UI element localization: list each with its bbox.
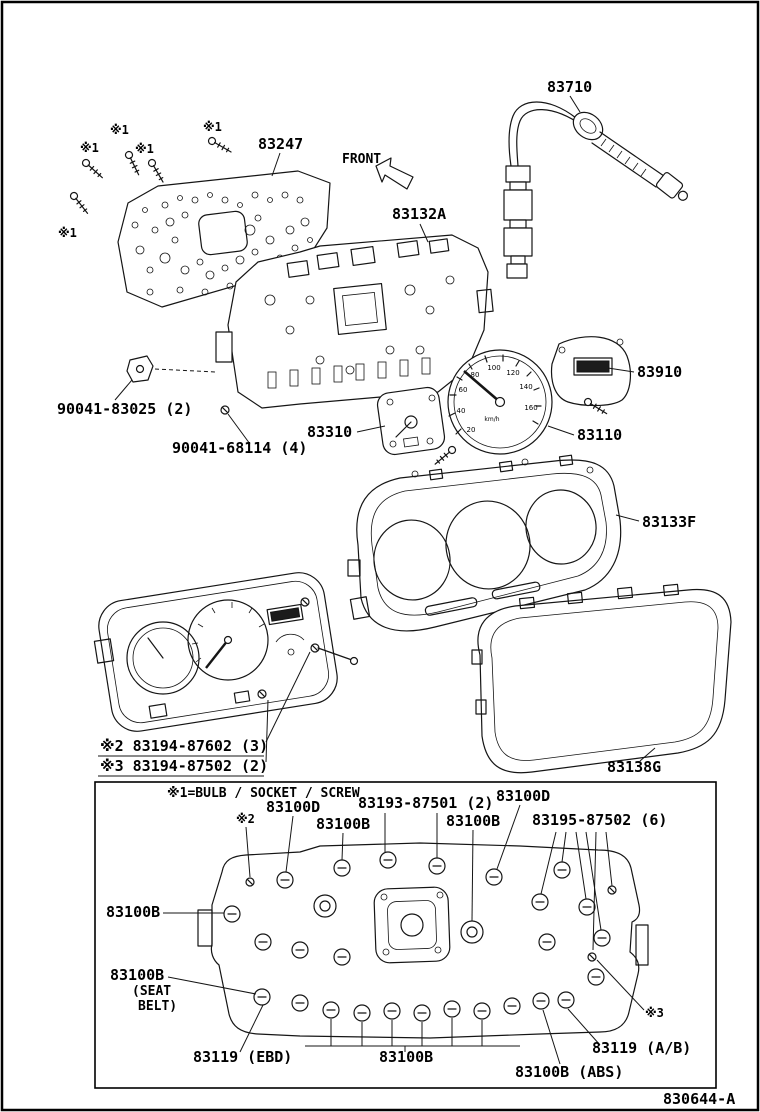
label-83193-87501: 83193-87501 (2)	[358, 794, 493, 812]
panel-screw	[245, 877, 255, 887]
circuit-board-drawing	[215, 234, 494, 415]
meter-hood-drawing	[347, 454, 622, 632]
bulb-socket	[428, 857, 446, 875]
speedo-tick-label: 140	[519, 383, 532, 391]
label-seatbelt-line2: BELT)	[138, 999, 177, 1014]
screw	[146, 157, 167, 185]
speedo-tick-label: 80	[471, 371, 480, 379]
label-83100D-left: 83100D	[266, 798, 320, 816]
bulb-socket	[485, 868, 503, 886]
bulb-socket	[322, 1001, 340, 1019]
speedo-tick-label: 160	[524, 404, 537, 412]
screw	[68, 190, 91, 217]
speedo-unit-label: km/h	[484, 416, 499, 423]
part-label-83138G: 83138G	[607, 758, 661, 776]
screw	[206, 135, 234, 156]
speedometer-cable-drawing	[503, 101, 689, 279]
bulb-socket	[333, 948, 351, 966]
asterisk3-mark: ※3	[645, 1006, 664, 1020]
speedo-tick-label: 60	[459, 386, 468, 394]
odometer-module-drawing	[550, 336, 632, 418]
meter-assembly-drawing	[93, 572, 359, 732]
speedo-tick-label: 120	[506, 369, 519, 377]
bulb-socket	[353, 1004, 371, 1022]
doc-number: 830644-A	[663, 1090, 735, 1108]
part-label-83133F: 83133F	[642, 513, 696, 531]
bulb-socket-panel-drawing	[197, 842, 649, 1039]
assembly-screw	[300, 597, 310, 607]
footnote-2: ※2 83194-87602 (3)	[100, 737, 268, 755]
speedo-tick-label: 100	[487, 364, 500, 372]
front-label: FRONT	[342, 152, 381, 167]
bulb-socket	[413, 1004, 431, 1022]
bulb-socket	[593, 929, 611, 947]
label-83119-ebd: 83119 (EBD)	[193, 1048, 292, 1066]
label-83100B-bottom: 83100B	[379, 1048, 433, 1066]
leader-lines	[98, 95, 656, 1065]
label-seatbelt-line1: (SEAT	[132, 984, 171, 999]
bulb-socket	[578, 898, 596, 916]
part-label-83132A: 83132A	[392, 205, 446, 223]
asterisk1-mark: ※1	[58, 226, 77, 240]
bulb-socket	[291, 994, 309, 1012]
meter-lens-drawing	[471, 583, 732, 774]
bulb-socket	[313, 894, 337, 918]
bulb-socket	[443, 1000, 461, 1018]
bulb-socket	[291, 941, 309, 959]
bulb-socket	[538, 933, 556, 951]
asterisk2-mark: ※2	[236, 812, 255, 826]
bulb-socket	[383, 1002, 401, 1020]
bulb-socket	[254, 933, 272, 951]
label-83195-87502: 83195-87502 (6)	[532, 811, 667, 829]
bulb-socket	[276, 871, 294, 889]
asterisk1-mark: ※1	[135, 142, 154, 156]
part-label-83910: 83910	[637, 363, 682, 381]
label-83119-airbag: 83119 (A/B)	[592, 1039, 691, 1057]
part-label-90041-68114: 90041-68114 (4)	[172, 439, 307, 457]
part-label-83710: 83710	[547, 78, 592, 96]
label-83100B-seatbelt: 83100B	[110, 966, 164, 984]
assembly-screw	[257, 689, 267, 699]
label-83100B-upper-left: 83100B	[316, 815, 370, 833]
panel-screw	[587, 952, 597, 962]
bulb-socket	[379, 851, 397, 869]
asterisk1-mark: ※1	[203, 120, 222, 134]
bulb-socket	[253, 988, 271, 1006]
part-label-83247: 83247	[258, 135, 303, 153]
asterisk1-mark: ※1	[110, 123, 129, 137]
label-83100B-upper-right: 83100B	[446, 812, 500, 830]
footnote-3: ※3 83194-87502 (2)	[100, 757, 268, 775]
speedo-tick-label: 40	[457, 407, 466, 415]
label-83100B-abs: 83100B (ABS)	[515, 1063, 623, 1081]
bulb-socket	[532, 992, 550, 1010]
part-label-83110: 83110	[577, 426, 622, 444]
front-direction-arrow	[375, 157, 414, 190]
retainer-clip-drawing	[126, 355, 217, 383]
part-label-90041-83025: 90041-83025 (2)	[57, 400, 192, 418]
bulb-socket	[553, 861, 571, 879]
bulb-legend: ※1=BULB / SOCKET / SCREW	[167, 786, 360, 801]
bulb-box-outline	[94, 781, 717, 1089]
bulb-socket	[557, 991, 575, 1009]
speedometer-gauge-drawing: 20 40 60 80 100 120 140 160 km/h	[432, 349, 553, 468]
bulb-socket	[531, 893, 549, 911]
bulb-socket	[473, 1002, 491, 1020]
speedo-tick-label: 20	[467, 426, 476, 434]
fuel-temp-gauge-drawing	[376, 386, 446, 456]
bulb-socket	[503, 997, 521, 1015]
part-label-83310: 83310	[307, 423, 352, 441]
bulb-socket	[333, 859, 351, 877]
asterisk1-mark: ※1	[80, 141, 99, 155]
screw	[80, 157, 106, 181]
board-screw	[220, 405, 230, 415]
bulb-socket	[587, 968, 605, 986]
panel-screw	[607, 885, 617, 895]
label-83100D-right: 83100D	[496, 787, 550, 805]
bulb-socket	[223, 905, 241, 923]
bulb-socket	[460, 920, 484, 944]
label-83100B-left: 83100B	[106, 903, 160, 921]
